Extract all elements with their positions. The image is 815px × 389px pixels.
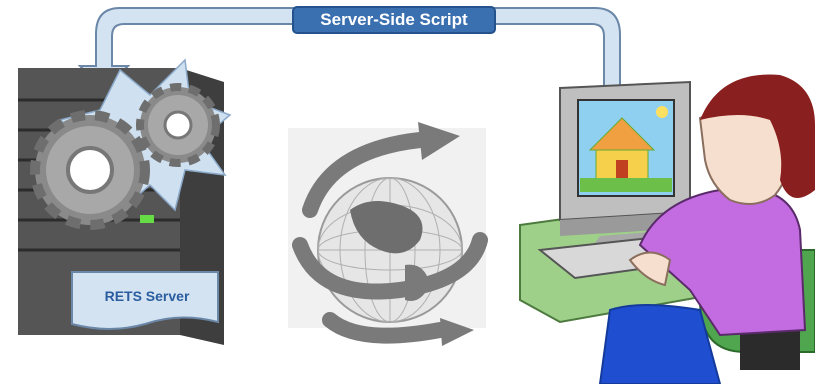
rets-server-label: RETS Server xyxy=(104,288,190,304)
person-at-computer xyxy=(598,74,815,385)
swirl-arrowhead-bottom xyxy=(440,318,474,346)
server-led xyxy=(140,215,154,223)
swirl-arrow xyxy=(292,132,488,344)
globe-icon xyxy=(288,128,486,328)
large-gear-icon xyxy=(30,110,150,230)
swirl-arrowhead xyxy=(418,122,460,160)
monitor xyxy=(559,80,691,250)
small-gear-icon xyxy=(136,83,220,167)
server-label-banner xyxy=(71,271,219,330)
server-side-script-label: Server-Side Script xyxy=(292,6,496,34)
